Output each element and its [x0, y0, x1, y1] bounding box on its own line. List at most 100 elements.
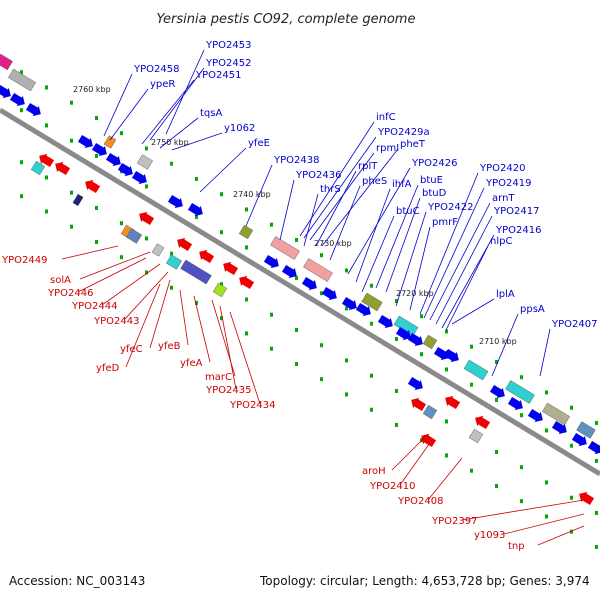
forward-gene-arrow [301, 276, 317, 291]
tick-mark [395, 422, 398, 427]
tick-mark [345, 306, 348, 311]
label-leader-line [299, 121, 375, 237]
forward-gene-label: YPO2416 [495, 225, 541, 236]
tick-mark [45, 123, 48, 128]
label-leader-line [329, 185, 361, 261]
feature-block [463, 359, 489, 381]
forward-gene-label: YPO2407 [551, 319, 597, 330]
reverse-gene-label: YPO2408 [397, 496, 443, 507]
forward-gene-label: tqsA [200, 108, 222, 119]
scale-label: 2760 kbp [73, 85, 111, 94]
forward-gene-label: pmrF [432, 217, 458, 228]
forward-gene-label: YPO2417 [493, 206, 539, 217]
tick-mark [195, 300, 198, 305]
tick-mark [20, 160, 23, 165]
forward-gene-arrow [25, 102, 41, 117]
tick-mark [570, 495, 573, 500]
tick-mark [270, 222, 273, 227]
tick-mark [420, 352, 423, 357]
label-leader-line [125, 283, 161, 368]
tick-mark [95, 153, 98, 158]
label-leader-line [101, 263, 161, 306]
forward-gene-label: pheS [362, 176, 387, 187]
tick-mark [495, 397, 498, 402]
label-leader-line [395, 211, 427, 307]
label-leader-line [445, 245, 489, 331]
label-leader-line [199, 147, 247, 193]
reverse-gene-arrow [579, 491, 595, 506]
reverse-gene-arrow [239, 275, 255, 290]
tick-mark [545, 428, 548, 433]
feature-block [542, 402, 570, 426]
tick-mark [545, 514, 548, 519]
tick-mark [120, 255, 123, 260]
label-leader-line [315, 170, 357, 247]
feature-block [126, 228, 142, 244]
label-leaders [61, 49, 585, 546]
label-leader-line [361, 215, 395, 293]
tick-mark [470, 382, 473, 387]
tick-mark [145, 270, 148, 275]
label-leader-line [159, 117, 199, 149]
label-leader-line [539, 328, 551, 377]
gene-labels: YPO2453YPO2458YPO2452ypeRYPO2451tqsAy106… [1, 40, 597, 552]
tick-mark [195, 214, 198, 219]
forward-gene-arrow [187, 202, 203, 217]
reverse-gene-label: YPO2443 [93, 316, 139, 327]
forward-gene-label: YPO2422 [427, 202, 473, 213]
tick-mark [295, 361, 298, 366]
feature-block [270, 236, 300, 260]
forward-gene-arrow [321, 286, 337, 301]
forward-gene-arrow [443, 348, 459, 363]
forward-gene-arrow [77, 134, 93, 149]
feature-block [361, 292, 383, 312]
feature-block [505, 380, 535, 404]
tick-mark [145, 184, 148, 189]
feature-block [137, 154, 153, 170]
reverse-gene-arrow [445, 395, 461, 410]
forward-gene-arrow [105, 152, 121, 167]
scale-label: 2710 kbp [479, 337, 517, 346]
label-leader-line [149, 67, 205, 141]
tick-mark [570, 529, 573, 534]
reverse-gene-label: y1093 [474, 530, 505, 541]
label-leader-line [461, 499, 585, 521]
forward-gene-label: btuC [396, 206, 420, 217]
forward-gene-arrow [117, 162, 133, 177]
tick-mark [45, 175, 48, 180]
forward-gene-arrow [551, 420, 567, 435]
tick-mark [170, 285, 173, 290]
tick-mark [95, 115, 98, 120]
tick-mark [545, 480, 548, 485]
tick-mark [295, 275, 298, 280]
forward-gene-arrow [377, 314, 393, 329]
forward-gene-label: btuE [420, 175, 443, 186]
tick-mark [445, 329, 448, 334]
reverse-gene-arrow [177, 237, 193, 252]
label-leader-line [385, 197, 421, 293]
scale-label: 2750 kbp [151, 138, 189, 147]
tick-mark [70, 190, 73, 195]
label-leader-line [391, 433, 429, 471]
feature-block [30, 160, 46, 176]
reverse-gene-arrow [55, 161, 71, 176]
label-leader-line [279, 179, 295, 241]
tick-mark [495, 483, 498, 488]
reverse-gene-label: YPO2434 [229, 400, 275, 411]
label-leader-line [355, 188, 391, 283]
label-leader-line [347, 167, 411, 275]
tick-mark [120, 221, 123, 226]
feature-block [238, 224, 254, 240]
forward-gene-arrow [587, 440, 600, 455]
feature-block [151, 243, 165, 257]
reverse-gene-label: yfeB [158, 341, 181, 352]
forward-gene-label: ppsA [520, 304, 545, 315]
forward-gene-label: YPO2429a [377, 127, 430, 138]
reverse-gene-label: YPO2397 [431, 516, 477, 527]
label-leader-line [321, 148, 399, 247]
tick-mark [345, 358, 348, 363]
label-leader-line [79, 251, 151, 280]
forward-gene-label: ihfA [392, 179, 412, 190]
